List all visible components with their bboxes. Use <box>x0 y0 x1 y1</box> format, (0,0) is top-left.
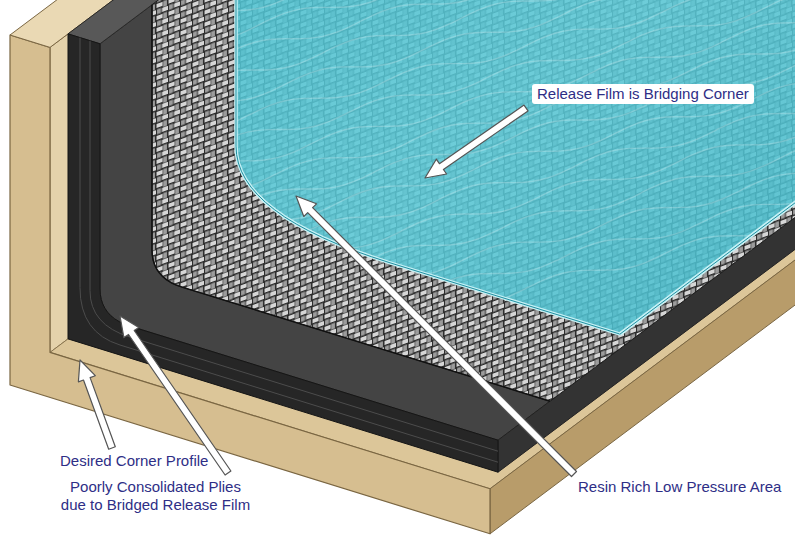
film-sheen <box>150 113 795 276</box>
leader-arrow <box>120 316 231 475</box>
film-sheen <box>150 82 795 255</box>
film-sheen <box>150 23 795 190</box>
leader-arrows <box>78 105 576 476</box>
film-sheen <box>150 58 795 224</box>
woven-ply <box>152 0 795 401</box>
film-sheen <box>150 201 795 360</box>
release-film-end-edge <box>620 0 795 334</box>
release-film-edge-line <box>236 0 620 334</box>
film-sheen <box>150 0 795 13</box>
callout-label: Desired Corner Profile <box>60 452 208 470</box>
film-sheen <box>150 0 795 117</box>
release-film-end-line <box>620 0 795 334</box>
film-sheen <box>150 173 795 344</box>
callout-label: Resin Rich Low Pressure Area <box>578 478 781 496</box>
film-sheen <box>150 0 795 73</box>
leader-arrow <box>78 360 115 449</box>
mold-and-plies <box>10 0 795 534</box>
callout-label: Poorly Consolidated Plies due to Bridged… <box>58 478 253 514</box>
film-highlights <box>150 0 795 376</box>
callout-label: Release Film is Bridging Corner <box>532 84 754 104</box>
leader-arrow <box>296 196 577 477</box>
leader-arrow <box>425 105 528 178</box>
release-film-edge <box>236 0 620 334</box>
film-sheen <box>150 0 795 46</box>
film-sheen <box>150 0 795 164</box>
film-sheen <box>150 0 795 32</box>
film-sheen <box>150 131 795 289</box>
film-sheen <box>150 215 795 376</box>
